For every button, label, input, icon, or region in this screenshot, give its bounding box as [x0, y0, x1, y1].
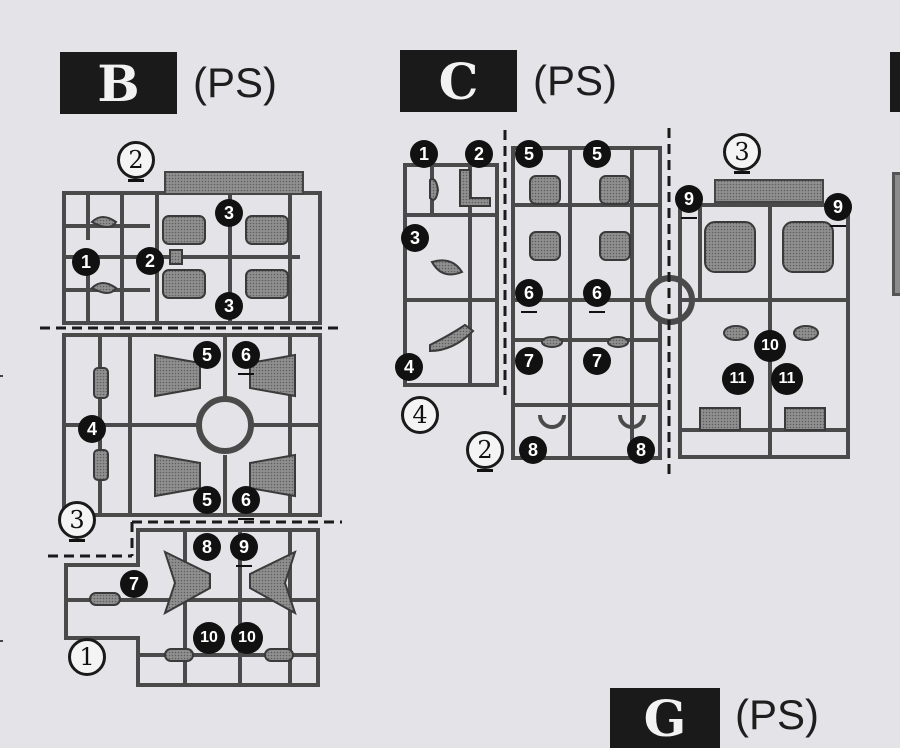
part-number-badge: 3: [401, 224, 429, 252]
sprue-c-cut-lines: [503, 128, 671, 480]
runner-label: 3: [58, 501, 96, 542]
edge-mark: [0, 640, 3, 642]
part-number-badge: 9: [675, 185, 703, 219]
part-number-badge: 1: [72, 248, 100, 276]
runner-label: 1: [68, 638, 106, 676]
part-number-badge: 4: [395, 353, 423, 381]
part-number-badge: 2: [136, 247, 164, 275]
runner-label: 2: [117, 141, 155, 182]
part-number-badge: 11: [771, 363, 803, 395]
part-number-badge: 9: [824, 193, 852, 227]
runner-label: 2: [466, 431, 504, 472]
sprue-c-right-parts: [699, 221, 834, 431]
part-number-badge: 7: [120, 570, 148, 598]
sprue-b-top-tag: [164, 171, 304, 195]
part-number-badge: 5: [583, 140, 611, 168]
section-g-material: (PS): [735, 691, 819, 738]
part-number-badge: 3: [215, 292, 243, 320]
part-number-badge: 1: [410, 140, 438, 168]
section-b-tag: B: [60, 52, 177, 114]
runner-label: 3: [723, 133, 761, 174]
part-number-badge: 6: [232, 486, 260, 520]
part-number-badge: 8: [627, 436, 655, 464]
next-section-tag-partial: [890, 52, 900, 112]
part-number-badge: 10: [754, 330, 786, 362]
part-number-badge: 2: [465, 140, 493, 168]
sprue-b-top: [62, 191, 322, 325]
part-number-badge: 7: [583, 347, 611, 375]
runner-label: 4: [401, 396, 439, 434]
part-number-badge: 9: [230, 533, 258, 567]
sprue-c-middle-arcs: [538, 414, 646, 429]
section-b-letter: B: [97, 53, 140, 113]
section-g-letter: G: [643, 688, 687, 748]
part-number-badge: 3: [215, 199, 243, 227]
sprue-c-right-tag: [714, 179, 824, 203]
part-number-badge: 5: [515, 140, 543, 168]
part-number-badge: 4: [78, 415, 106, 443]
part-number-badge: 8: [193, 533, 221, 561]
sprue-b-middle-ring: [196, 396, 254, 454]
part-number-badge: 11: [722, 363, 754, 395]
sprue-c-middle-parts: [529, 175, 631, 348]
part-number-badge: 7: [515, 347, 543, 375]
section-b-material: (PS): [193, 59, 277, 106]
sprue-b-bottom-parts: [89, 550, 297, 662]
part-number-badge: 10: [193, 622, 225, 654]
part-number-badge: 6: [232, 341, 260, 375]
sprue-b-cut-lines: [40, 326, 342, 558]
part-number-badge: 8: [519, 436, 547, 464]
sprue-b-middle-parts: [93, 353, 296, 498]
part-number-badge: 6: [515, 279, 543, 313]
section-c-material: (PS): [533, 57, 617, 104]
sprue-b-top-parts: [90, 215, 289, 299]
part-number-badge: 5: [193, 486, 221, 514]
section-c-tag: C: [400, 50, 517, 112]
section-g-tag: G: [610, 688, 720, 748]
part-number-badge: 10: [231, 622, 263, 654]
section-c-letter: C: [438, 51, 479, 111]
sprue-c-left-parts: [429, 169, 491, 353]
part-number-badge: 5: [193, 341, 221, 369]
next-sprue-partial: [892, 172, 900, 296]
part-number-badge: 6: [583, 279, 611, 313]
edge-mark: [0, 375, 3, 377]
